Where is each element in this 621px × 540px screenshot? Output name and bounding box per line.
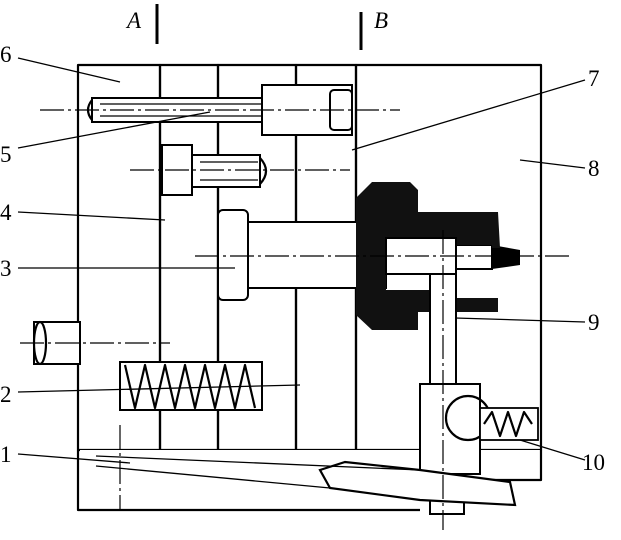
small-spring (479, 407, 539, 441)
part-label-9: 9 (588, 310, 600, 335)
part-label-3: 3 (0, 256, 12, 281)
section-mark-b: B (359, 8, 388, 50)
part-label-8: 8 (588, 156, 600, 181)
section-mark-a: A (125, 4, 159, 44)
lever (95, 455, 517, 507)
shaft-tip (492, 245, 520, 269)
part-labels: 6 5 4 3 2 1 7 8 9 10 (0, 42, 605, 475)
part-label-4: 4 (0, 200, 12, 225)
leader-lines (17, 57, 586, 464)
part-label-5: 5 (0, 142, 12, 167)
part-label-2: 2 (0, 382, 12, 407)
part-label-7: 7 (588, 66, 600, 91)
centre-lines (20, 109, 570, 530)
part-label-10: 10 (582, 450, 605, 475)
part-label-1: 1 (0, 442, 12, 467)
section-mark-b-text: B (374, 8, 388, 33)
part-label-6: 6 (0, 42, 12, 67)
section-mark-a-text: A (125, 8, 142, 33)
